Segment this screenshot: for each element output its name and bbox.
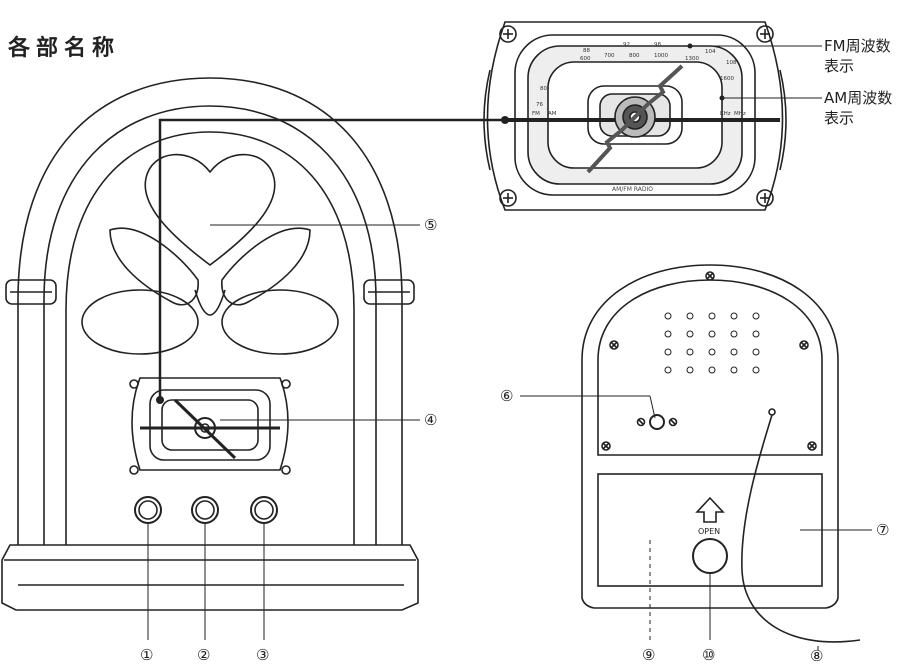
front-body (17, 77, 403, 545)
dial-zoom-window-outer (514, 34, 756, 196)
front-dial-hub (194, 417, 216, 439)
fm-tick-5: 108 (726, 60, 737, 66)
battery-open-button (692, 538, 728, 574)
front-screw-tr (281, 379, 291, 389)
knob-1 (134, 496, 162, 524)
grille-leaf-left (109, 227, 199, 306)
right-column-cap (363, 279, 415, 305)
dial-zoom-frame-right (779, 69, 787, 171)
am-tick-2: 700 (604, 53, 615, 59)
back-view (581, 264, 861, 643)
side-right-2: KHz (720, 111, 731, 117)
open-arrow (695, 496, 725, 523)
fm-label-2: 表示 (824, 57, 854, 75)
front-screw-br (281, 465, 291, 475)
front-dial-housing (131, 377, 289, 471)
grille-heart (144, 153, 276, 267)
grille-stem (194, 289, 226, 316)
back-screw-right (799, 340, 809, 350)
grille-leaf-right (221, 227, 311, 306)
front-screw-bl (129, 465, 139, 475)
back-body (581, 264, 839, 609)
dial-zoom-screw-bl (499, 189, 517, 207)
num-4: ④ (424, 411, 437, 429)
dial-callout-bracket (158, 118, 505, 400)
am-tick-5: 1300 (685, 56, 699, 62)
am-tick-1: 600 (580, 56, 591, 62)
grille-oval-right (221, 289, 339, 355)
dial-scale-labels: 88 92 98 104 108 600 700 800 1000 1300 8… (532, 42, 746, 193)
num-5: ⑤ (424, 216, 437, 234)
earphone-jack (649, 414, 665, 430)
dial-callout-dot-front (156, 396, 164, 404)
jack-screw-left (636, 417, 646, 427)
fm-callout-dot (687, 43, 693, 49)
fm-tick-2: 92 (623, 42, 630, 48)
side-right-1: 1600 (720, 76, 734, 82)
back-screw-left (609, 340, 619, 350)
back-screw-top (705, 271, 715, 281)
back-screw-bl (601, 441, 611, 451)
num-2: ② (197, 646, 210, 664)
front-base (1, 544, 419, 611)
antenna-anchor (768, 408, 776, 416)
knob-2 (191, 496, 219, 524)
left-column-cap (5, 279, 57, 305)
fm-tick-3: 98 (654, 42, 661, 48)
antenna-wire (741, 414, 861, 643)
front-screw-tl (129, 379, 139, 389)
am-label-2: 表示 (824, 109, 854, 127)
side-left-1: 80 (540, 86, 547, 92)
num-9: ⑨ (642, 646, 655, 664)
fm-label-1: FM周波数 (824, 37, 891, 55)
back-leaders (520, 395, 872, 650)
speaker-holes (664, 312, 760, 374)
front-dial-inner (161, 399, 259, 451)
dial-callout-lines (690, 45, 822, 99)
side-left-3: FM (532, 111, 540, 117)
am-label-1: AM周波数 (824, 89, 892, 107)
dial-zoom-outer (486, 21, 784, 211)
back-screw-br (807, 441, 817, 451)
dial-zoom-screw-tl (499, 25, 517, 43)
front-panel (65, 131, 355, 545)
fm-tick-1: 88 (583, 48, 590, 54)
dial-brand: AM/FM RADIO (612, 186, 653, 193)
side-left-2: 76 (536, 102, 543, 108)
side-right-3: MHz (734, 111, 746, 117)
dial-zoom-screw-br (756, 189, 774, 207)
front-body-inner (43, 105, 377, 545)
front-dial-window (149, 389, 271, 461)
dial-zoom-screw-tr (756, 25, 774, 43)
front-leaders (147, 224, 420, 640)
page-title: 各部名称 (7, 35, 120, 61)
knob-3 (250, 496, 278, 524)
num-1: ① (140, 646, 153, 664)
dial-zoom-center-panel (587, 85, 683, 145)
grille-oval-left (81, 289, 199, 355)
fm-tick-4: 104 (705, 49, 716, 55)
front-dial-hub-inner (200, 423, 210, 433)
front-dial-needle (173, 398, 237, 460)
num-8: ⑧ (810, 647, 823, 665)
num-10: ⑩ (702, 646, 715, 664)
num-3: ③ (256, 646, 269, 664)
num-7: ⑦ (876, 521, 889, 539)
num-6: ⑥ (500, 387, 513, 405)
open-label: OPEN (698, 527, 720, 536)
side-left-4: AM (548, 111, 557, 117)
dial-zoom (483, 21, 787, 211)
front-view (1, 77, 419, 611)
am-callout-dot (719, 95, 725, 101)
am-tick-4: 1000 (654, 53, 668, 59)
dial-zoom-frame-left (483, 69, 491, 171)
jack-screw-right (668, 417, 678, 427)
dial-zoom-needle (586, 64, 684, 174)
am-tick-3: 800 (629, 53, 640, 59)
